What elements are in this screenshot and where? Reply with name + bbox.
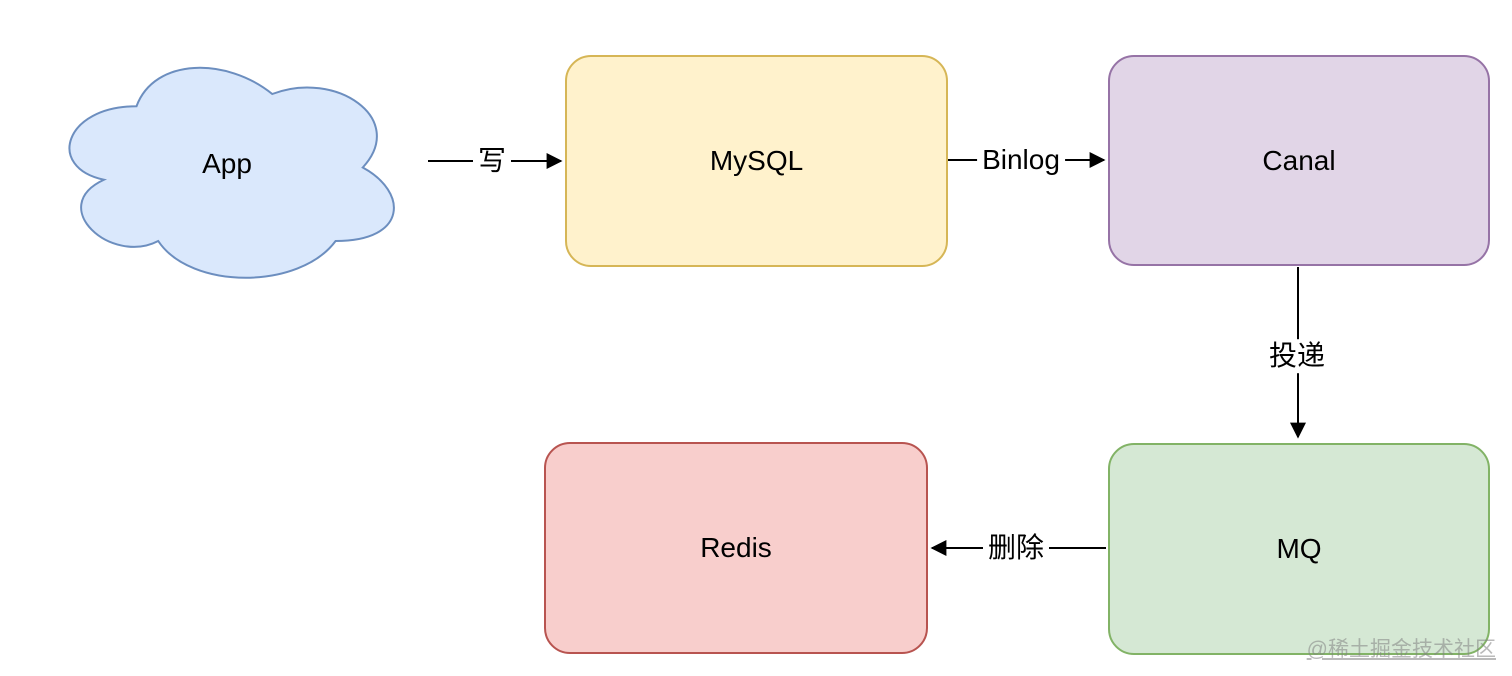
cloud-icon: [68, 66, 395, 279]
edge-label-delete: 删除: [982, 531, 1050, 565]
node-mysql: MySQL: [565, 55, 948, 267]
edge-label-deliver: 投递: [1263, 339, 1331, 373]
node-mq: MQ: [1108, 443, 1490, 655]
node-mq-label: MQ: [1276, 533, 1322, 564]
node-redis-label: Redis: [700, 532, 772, 563]
node-app: App: [46, 45, 408, 290]
node-canal: Canal: [1108, 55, 1490, 266]
edge-label-write: 写: [472, 144, 512, 178]
node-redis: Redis: [544, 442, 928, 654]
watermark-juejin: @稀土掘金技术社区: [1306, 638, 1496, 661]
node-canal-label: Canal: [1262, 144, 1336, 176]
edge-label-binlog: Binlog: [977, 143, 1065, 177]
node-mysql-label: MySQL: [709, 145, 804, 176]
node-app-label: App: [202, 147, 252, 179]
